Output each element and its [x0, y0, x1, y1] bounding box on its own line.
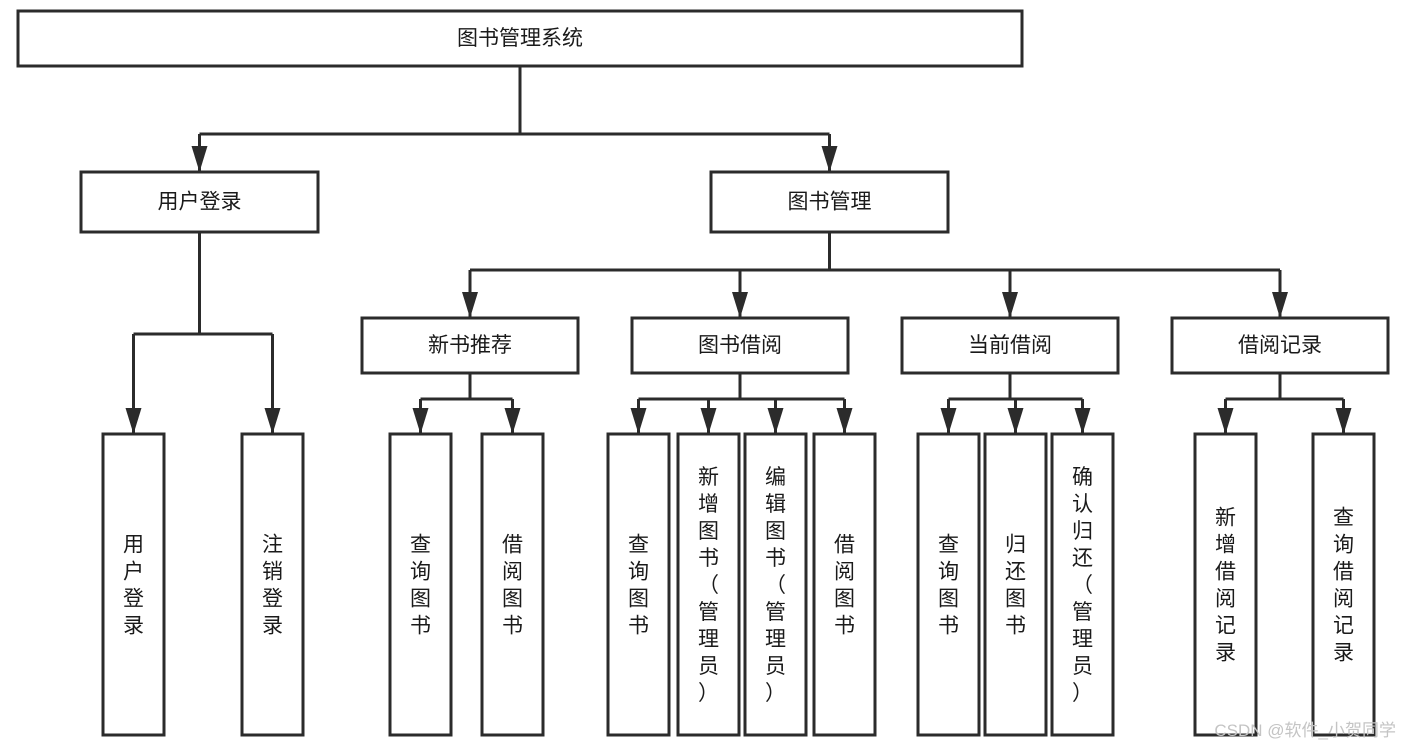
level2-node[interactable]: 图书借阅	[630, 316, 850, 375]
node-layer: 图书管理系统用户登录图书管理新书推荐图书借阅当前借阅借阅记录用户登录注销登录查询…	[16, 9, 1390, 737]
arrow-head-icon	[836, 408, 853, 434]
leaf-node[interactable]: 查询图书	[606, 432, 671, 737]
leaf-label: 查询图书	[938, 534, 959, 638]
arrow-head-icon	[1335, 408, 1352, 434]
leaf-node[interactable]: 用户登录	[101, 432, 166, 737]
leaf-box[interactable]	[1193, 432, 1258, 737]
level2-box[interactable]	[1170, 316, 1390, 375]
leaf-label: 新增图书（管理员）	[698, 466, 719, 705]
leaf-node[interactable]: 归还图书	[983, 432, 1048, 737]
level2-node[interactable]: 借阅记录	[1170, 316, 1390, 375]
leaf-label: 查询借阅记录	[1333, 507, 1354, 665]
arrow-head-icon	[630, 408, 647, 434]
leaf-label: 新增借阅记录	[1215, 507, 1236, 665]
root-node[interactable]: 图书管理系统	[16, 9, 1024, 68]
root-box[interactable]	[16, 9, 1024, 68]
leaf-label: 编辑图书（管理员）	[765, 466, 786, 705]
leaf-node[interactable]: 查询借阅记录	[1311, 432, 1376, 737]
level2-label: 当前借阅	[968, 334, 1052, 357]
arrow-head-icon	[1002, 292, 1018, 318]
leaf-box[interactable]	[1050, 432, 1115, 737]
level2-node[interactable]: 当前借阅	[900, 316, 1120, 375]
leaf-box[interactable]	[1311, 432, 1376, 737]
arrow-head-icon	[1217, 408, 1234, 434]
leaf-node[interactable]: 新增图书（管理员）	[676, 432, 741, 737]
arrow-head-icon	[191, 146, 208, 172]
leaf-label: 查询图书	[628, 534, 649, 638]
leaf-box[interactable]	[812, 432, 877, 737]
leaf-label: 借阅图书	[502, 534, 523, 638]
leaf-label: 确认归还（管理员）	[1072, 466, 1093, 705]
arrow-head-icon	[821, 146, 838, 172]
leaf-label: 归还图书	[1005, 534, 1026, 638]
leaf-node[interactable]: 借阅图书	[480, 432, 545, 737]
leaf-node[interactable]: 查询图书	[916, 432, 981, 737]
level1-label: 图书管理	[788, 191, 872, 214]
level2-box[interactable]	[900, 316, 1120, 375]
level1-label: 用户登录	[158, 191, 242, 214]
arrow-head-icon	[264, 408, 281, 434]
arrow-head-icon	[462, 292, 478, 318]
level2-label: 新书推荐	[428, 334, 512, 357]
leaf-node[interactable]: 注销登录	[240, 432, 305, 737]
level2-label: 图书借阅	[698, 334, 782, 357]
arrow-head-icon	[1074, 408, 1091, 434]
level2-box[interactable]	[630, 316, 850, 375]
leaf-box[interactable]	[606, 432, 671, 737]
leaf-node[interactable]: 确认归还（管理员）	[1050, 432, 1115, 737]
arrow-head-icon	[767, 408, 784, 434]
level1-box[interactable]	[79, 170, 320, 234]
leaf-box[interactable]	[240, 432, 305, 737]
arrow-head-icon	[732, 292, 748, 318]
level1-node[interactable]: 图书管理	[709, 170, 950, 234]
leaf-box[interactable]	[388, 432, 453, 737]
arrow-head-icon	[1007, 408, 1024, 434]
leaf-label: 用户登录	[123, 534, 144, 638]
level1-box[interactable]	[709, 170, 950, 234]
leaf-box[interactable]	[101, 432, 166, 737]
leaf-label: 注销登录	[262, 534, 283, 638]
leaf-node[interactable]: 查询图书	[388, 432, 453, 737]
level2-node[interactable]: 新书推荐	[360, 316, 580, 375]
leaf-box[interactable]	[676, 432, 741, 737]
leaf-box[interactable]	[743, 432, 808, 737]
connector-layer	[125, 66, 1352, 434]
level1-node[interactable]: 用户登录	[79, 170, 320, 234]
leaf-box[interactable]	[983, 432, 1048, 737]
arrow-head-icon	[125, 408, 142, 434]
leaf-node[interactable]: 借阅图书	[812, 432, 877, 737]
leaf-box[interactable]	[480, 432, 545, 737]
leaf-label: 查询图书	[410, 534, 431, 638]
leaf-box[interactable]	[916, 432, 981, 737]
csdn-watermark: CSDN @软件_小贺同学	[1214, 721, 1396, 740]
arrow-head-icon	[1272, 292, 1288, 318]
arrow-head-icon	[940, 408, 957, 434]
arrow-head-icon	[700, 408, 717, 434]
root-label: 图书管理系统	[457, 27, 583, 50]
leaf-label: 借阅图书	[834, 534, 855, 638]
level2-label: 借阅记录	[1238, 334, 1322, 357]
arrow-head-icon	[504, 408, 521, 434]
leaf-node[interactable]: 新增借阅记录	[1193, 432, 1258, 737]
arrow-head-icon	[412, 408, 429, 434]
level2-box[interactable]	[360, 316, 580, 375]
leaf-node[interactable]: 编辑图书（管理员）	[743, 432, 808, 737]
